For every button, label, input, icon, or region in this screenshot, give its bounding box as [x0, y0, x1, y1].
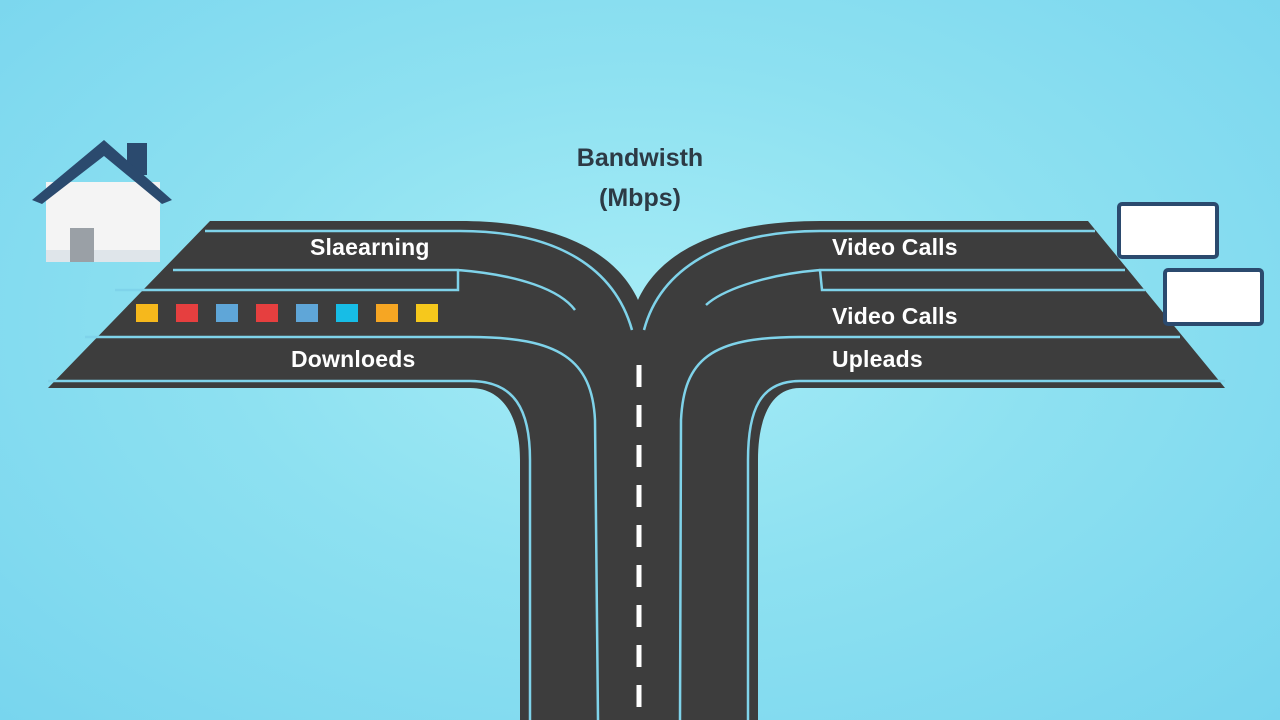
data-packets	[136, 304, 438, 322]
lane-line	[115, 268, 576, 311]
lane-line	[85, 335, 600, 720]
data-packet	[216, 304, 238, 322]
data-packet	[376, 304, 398, 322]
lane-line	[746, 379, 1225, 720]
lane-line	[705, 268, 1145, 306]
lane-line	[678, 335, 1180, 720]
device-screen-icon	[1117, 202, 1219, 259]
title-line-2: (Mbps)	[599, 184, 681, 212]
lane-line	[642, 229, 1095, 331]
house-icon	[32, 140, 172, 262]
lane-label-uploads: Upleads	[832, 346, 923, 372]
data-packet	[416, 304, 438, 322]
device-screen-icon	[1163, 268, 1264, 326]
data-packet	[176, 304, 198, 322]
diagram-title: Bandwisth (Mbps)	[540, 138, 740, 218]
lane-label-streaming: Slaearning	[310, 234, 430, 260]
lane-label-video-calls-1: Video Calls	[832, 234, 958, 260]
data-packet	[256, 304, 278, 322]
lane-label-video-calls-2: Video Calls	[832, 303, 958, 329]
title-line-1: Bandwisth	[576, 144, 704, 172]
lane-line	[205, 229, 634, 331]
lane-line	[48, 379, 532, 720]
road-surface	[48, 221, 1225, 720]
lane-label-downloads: Downloeds	[291, 346, 416, 372]
data-packet	[296, 304, 318, 322]
data-packet	[336, 304, 358, 322]
data-packet	[136, 304, 158, 322]
